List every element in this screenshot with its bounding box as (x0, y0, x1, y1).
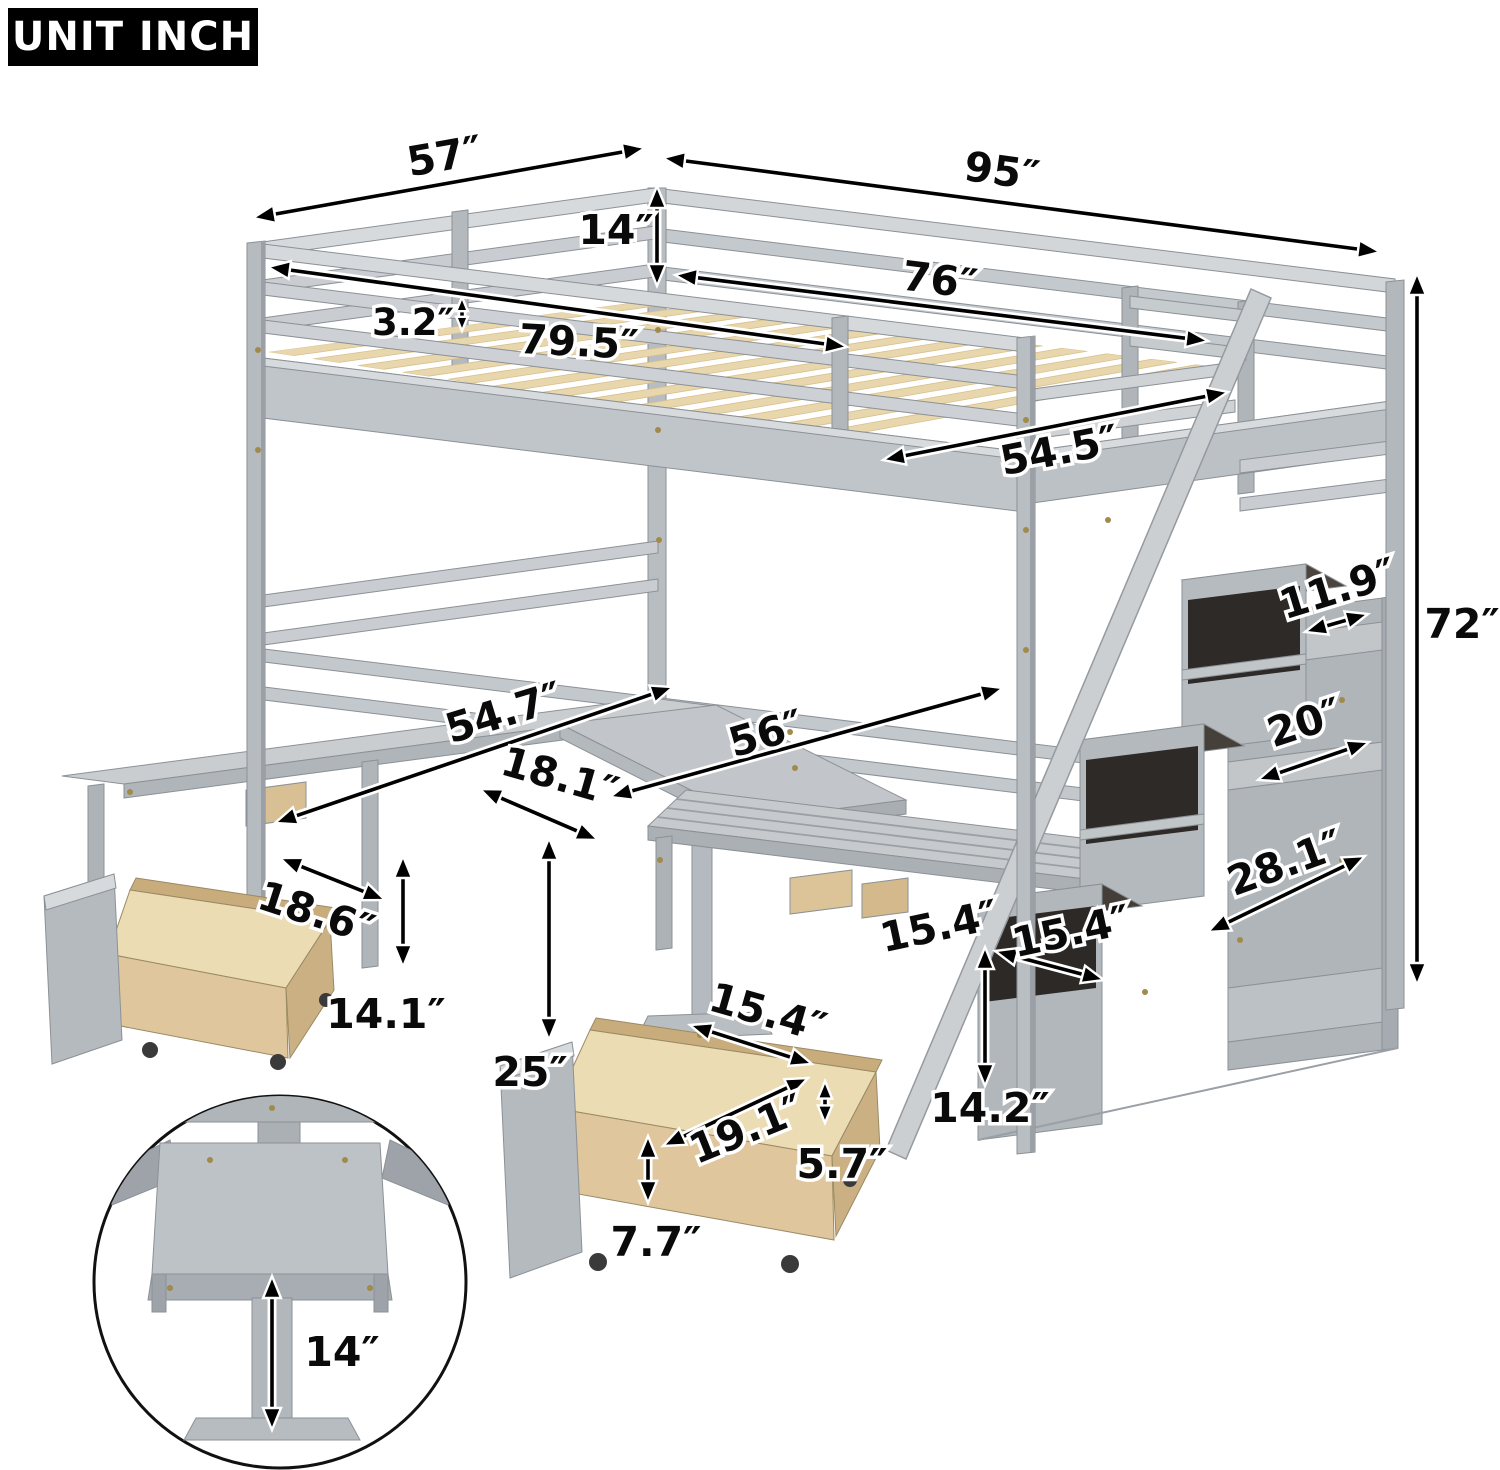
dim-arrow-79-5 (264, 259, 851, 355)
dim-arrow-54-7 (272, 684, 676, 826)
dim-label-7-7: 7.7″ (611, 1218, 702, 1266)
dim-label-14-detail: 14″ (304, 1328, 379, 1376)
dim-label-14-top: 14″ (578, 206, 653, 254)
dim-label-14-2: 14.2″ (930, 1084, 1049, 1132)
dim-arrow-14-1 (392, 852, 414, 971)
dim-arrow-72 (1406, 269, 1428, 989)
dim-arrow-14-2 (974, 943, 996, 1090)
dimension-arrows (249, 141, 1428, 1434)
dim-label-76: 76″ (899, 252, 980, 309)
bed-posts (246, 240, 1405, 1155)
detail-screws (167, 1105, 373, 1291)
dim-arrow-3-2 (454, 293, 470, 335)
dim-arrow-76 (671, 267, 1212, 349)
dim-arrow-57 (249, 141, 649, 225)
dim-arrow-18-1 (477, 787, 601, 842)
dim-label-3-2: 3.2″ (372, 301, 454, 344)
dim-label-95: 95″ (961, 142, 1042, 200)
dim-arrow-11-9 (1301, 610, 1372, 636)
dim-arrow-20 (1255, 739, 1372, 783)
drawer-2-casters (589, 1173, 857, 1273)
dim-arrow-28-1 (1205, 854, 1368, 934)
dim-arrow-14-detail (261, 1272, 283, 1434)
dim-arrow-25 (538, 834, 560, 1044)
dim-arrow-5-7 (816, 1077, 834, 1127)
dim-arrow-56 (606, 683, 1007, 802)
dim-arrow-19-1 (660, 1076, 811, 1148)
dim-arrow-95 (659, 150, 1384, 260)
drawer-1-casters (142, 993, 333, 1070)
detail-circle (92, 1094, 468, 1470)
dim-label-14-1: 14.1″ (326, 990, 445, 1038)
dim-arrow-54-5 (879, 385, 1232, 467)
dim-arrow-15-4-drawer (686, 1021, 816, 1068)
dim-label-25: 25″ (492, 1048, 567, 1096)
dim-label-5-7: 5.7″ (797, 1140, 888, 1188)
dim-arrow-18-6 (277, 856, 388, 902)
drawer-1 (43, 873, 337, 1070)
dim-label-79-5: 79.5″ (518, 315, 640, 369)
dim-arrow-14-top (646, 182, 668, 290)
dim-label-72: 72″ (1424, 600, 1499, 648)
unit-label: UNIT INCH (8, 8, 258, 66)
dim-arrow-7-7 (637, 1132, 659, 1207)
dim-arrow-15-4-step (991, 946, 1108, 985)
